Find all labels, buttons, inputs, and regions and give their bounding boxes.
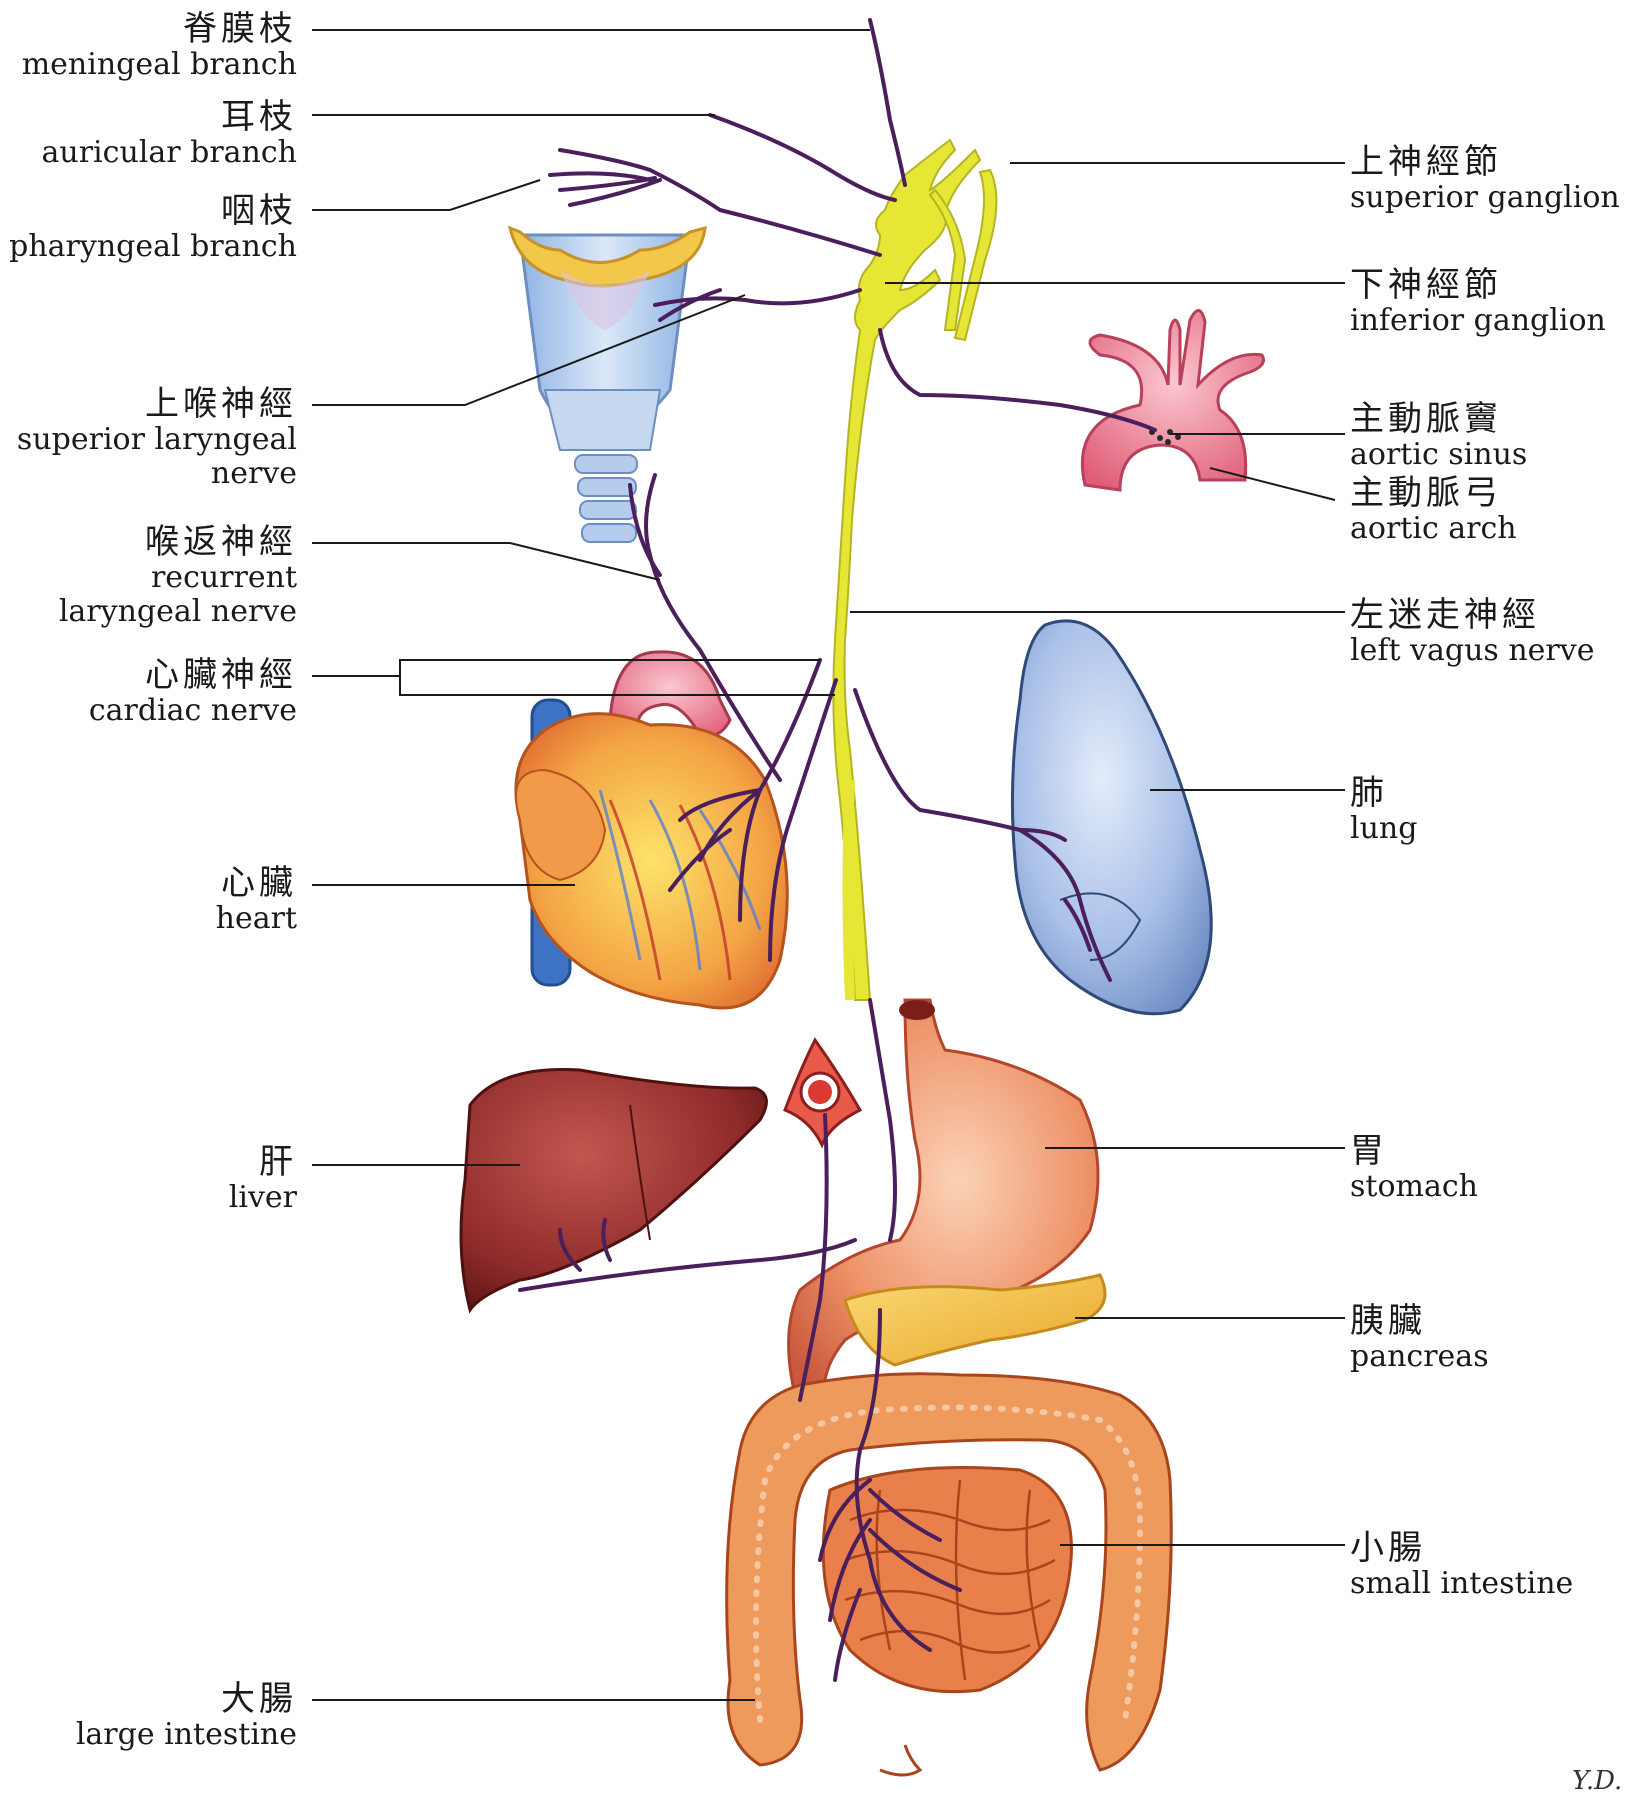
label-superior-ganglion: 上神經節 superior ganglion — [1350, 143, 1620, 215]
label-en: laryngeal nerve — [59, 595, 297, 629]
label-auricular-branch: 耳枝 auricular branch — [42, 98, 298, 170]
larynx-illustration — [510, 228, 705, 542]
label-small-intestine: 小腸 small intestine — [1350, 1529, 1573, 1601]
label-zh: 脊膜枝 — [22, 10, 297, 48]
label-en: superior ganglion — [1350, 181, 1620, 215]
label-zh: 上神經節 — [1350, 143, 1620, 181]
lung-illustration — [1012, 621, 1211, 1014]
label-recurrent-laryngeal-nerve: 喉返神經 recurrent laryngeal nerve — [59, 523, 297, 628]
label-zh: 肝 — [229, 1143, 297, 1181]
label-en: pancreas — [1350, 1340, 1489, 1374]
label-pancreas: 胰臟 pancreas — [1350, 1302, 1489, 1374]
label-meningeal-branch: 脊膜枝 meningeal branch — [22, 10, 297, 82]
label-cardiac-nerve: 心臟神經 cardiac nerve — [89, 656, 297, 728]
label-lung: 肺 lung — [1350, 774, 1417, 846]
label-zh: 上喉神經 — [17, 385, 297, 423]
label-en: meningeal branch — [22, 48, 297, 82]
label-pharyngeal-branch: 咽枝 pharyngeal branch — [9, 192, 297, 264]
label-zh: 心臟神經 — [89, 656, 297, 694]
label-en: heart — [216, 902, 297, 936]
label-zh: 左迷走神經 — [1350, 596, 1594, 634]
label-en: pharyngeal branch — [9, 230, 297, 264]
artist-signature: Y.D. — [1572, 1766, 1622, 1796]
label-zh: 小腸 — [1350, 1529, 1573, 1567]
label-en: aortic arch — [1350, 512, 1517, 546]
intestine-illustration — [727, 1374, 1172, 1775]
label-en: nerve — [17, 457, 297, 491]
spinal-cord-section — [785, 1040, 860, 1145]
label-aortic-sinus: 主動脈竇 aortic sinus — [1350, 400, 1527, 472]
label-en: recurrent — [59, 561, 297, 595]
label-left-vagus-nerve: 左迷走神經 left vagus nerve — [1350, 596, 1594, 668]
label-en: left vagus nerve — [1350, 634, 1594, 668]
label-zh: 大腸 — [76, 1680, 297, 1718]
label-zh: 下神經節 — [1350, 266, 1606, 304]
label-zh: 胰臟 — [1350, 1302, 1489, 1340]
label-zh: 心臟 — [216, 864, 297, 902]
label-en: auricular branch — [42, 136, 298, 170]
label-liver: 肝 liver — [229, 1143, 297, 1215]
label-en: stomach — [1350, 1170, 1478, 1204]
label-zh: 喉返神經 — [59, 523, 297, 561]
label-zh: 咽枝 — [9, 192, 297, 230]
label-stomach: 胃 stomach — [1350, 1132, 1478, 1204]
label-zh: 主動脈竇 — [1350, 400, 1527, 438]
label-en: cardiac nerve — [89, 694, 297, 728]
label-en: liver — [229, 1181, 297, 1215]
label-zh: 耳枝 — [42, 98, 298, 136]
label-aortic-arch: 主動脈弓 aortic arch — [1350, 474, 1517, 546]
label-en: superior laryngeal — [17, 423, 297, 457]
label-en: large intestine — [76, 1718, 297, 1752]
label-en: small intestine — [1350, 1567, 1573, 1601]
vagus-nerve-trunk — [833, 140, 996, 1000]
label-zh: 肺 — [1350, 774, 1417, 812]
label-large-intestine: 大腸 large intestine — [76, 1680, 297, 1752]
aortic-arch-illustration — [1082, 310, 1263, 490]
label-inferior-ganglion: 下神經節 inferior ganglion — [1350, 266, 1606, 338]
label-heart: 心臟 heart — [216, 864, 297, 936]
label-superior-laryngeal-nerve: 上喉神經 superior laryngeal nerve — [17, 385, 297, 490]
label-en: lung — [1350, 812, 1417, 846]
label-en: aortic sinus — [1350, 438, 1527, 472]
label-zh: 胃 — [1350, 1132, 1478, 1170]
label-en: inferior ganglion — [1350, 304, 1606, 338]
label-zh: 主動脈弓 — [1350, 474, 1517, 512]
